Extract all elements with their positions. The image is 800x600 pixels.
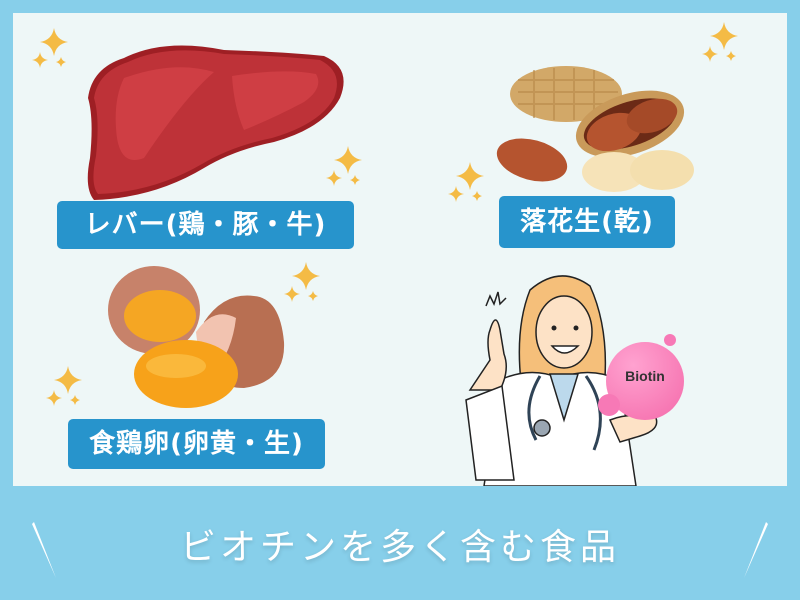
biotin-bubble-text: Biotin <box>625 368 665 384</box>
food-label-peanuts: 落花生(乾) <box>499 196 675 248</box>
sparkle-icon <box>46 366 82 406</box>
sparkle-icon <box>32 28 68 68</box>
small-bubble <box>664 334 676 346</box>
liver-illustration <box>87 45 344 200</box>
page-title: ビオチンを多く含む食品 <box>179 527 620 568</box>
small-bubble <box>598 394 620 416</box>
sparkle-icon <box>448 162 484 202</box>
sparkle-icon <box>702 22 738 62</box>
food-label-liver: レバー(鶏・豚・牛) <box>57 201 354 249</box>
egg-yolk-illustration <box>108 266 285 408</box>
sparkle-icon <box>284 262 320 302</box>
food-label-egg: 食鶏卵(卵黄・生) <box>68 419 325 469</box>
sparkle-icon <box>326 146 362 186</box>
peanuts-illustration <box>496 66 694 192</box>
right-slash-decoration <box>744 522 768 578</box>
left-slash-decoration <box>32 522 56 578</box>
